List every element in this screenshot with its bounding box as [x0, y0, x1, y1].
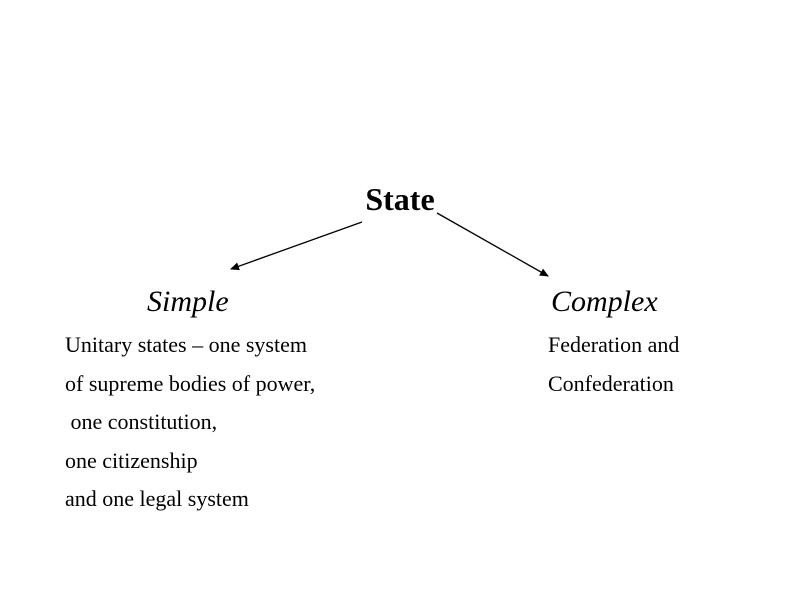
branch-line: Federation and [548, 332, 680, 357]
branch-line: Confederation [548, 370, 674, 396]
root-node-state: State [365, 181, 435, 217]
arrow-left [230, 221, 363, 271]
branch-line: one constitution, [65, 409, 218, 435]
branch-heading-complex: Complex [551, 285, 658, 318]
arrow-right [436, 212, 549, 277]
branch-heading-simple: Simple [147, 285, 229, 318]
branch-line: Unitary states – one system [65, 332, 307, 357]
branch-description-complex: Federation and Confederation [548, 326, 679, 403]
branch-description-simple: Unitary states – one system of supreme b… [65, 326, 315, 519]
branch-line: of supreme bodies of power, [65, 370, 316, 396]
branch-line: and one legal system [65, 486, 249, 512]
branch-line: one citizenship [65, 447, 198, 473]
